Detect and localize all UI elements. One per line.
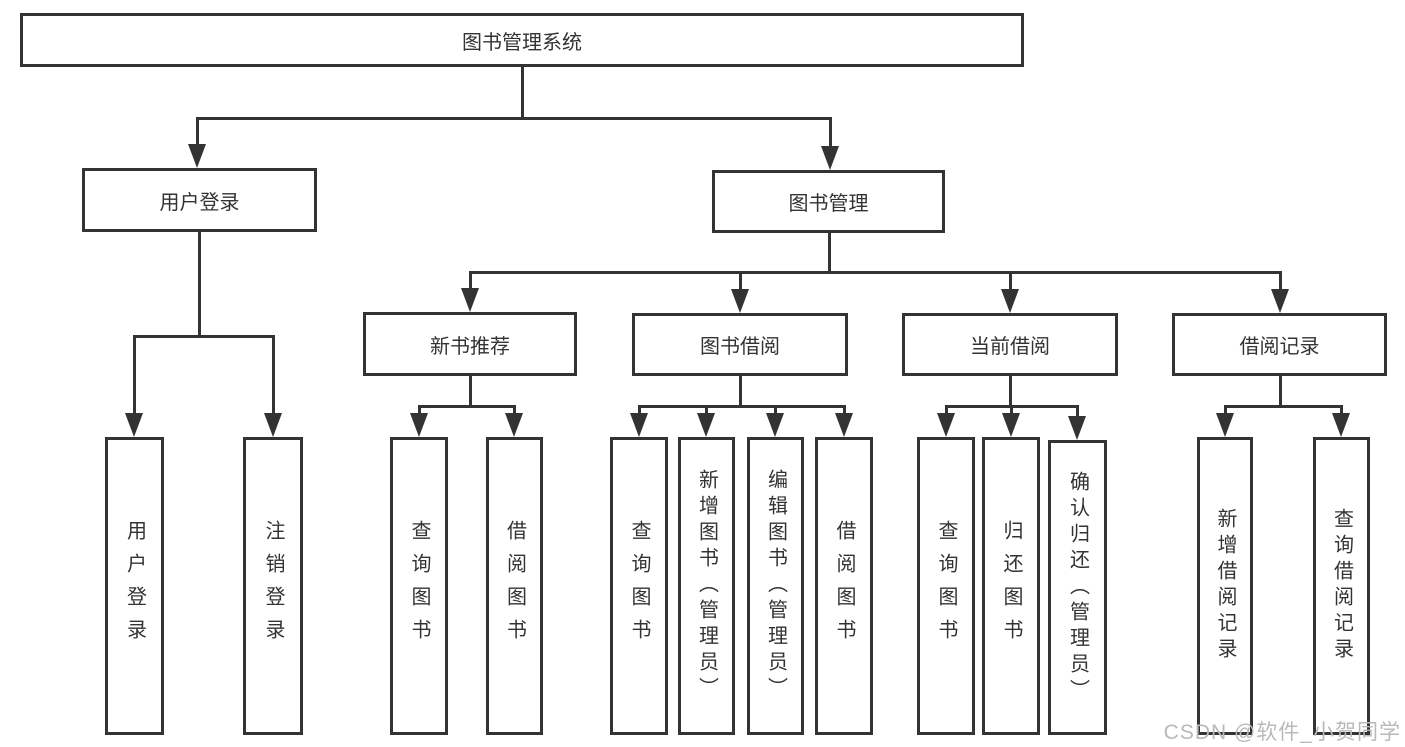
connector-4-drop xyxy=(738,376,742,406)
arrowhead-icon xyxy=(821,146,839,170)
node-leaf-edit-books-admin: 编辑图书（管理员） xyxy=(747,437,804,735)
arrowhead-icon xyxy=(766,413,784,437)
connector-6-rail xyxy=(1223,404,1343,408)
connector-2-stem-3 xyxy=(1278,272,1282,293)
node-label-user-login-branch: 用户登录 xyxy=(159,191,240,214)
node-label-current-borrowing: 当前借阅 xyxy=(970,336,1050,358)
node-label-leaf-borrow-books-2: 借阅图书 xyxy=(833,520,855,652)
connector-5-stem-2 xyxy=(1075,406,1079,420)
arrowhead-icon xyxy=(461,288,479,312)
connector-3-rail xyxy=(417,404,516,408)
arrowhead-icon xyxy=(1332,413,1350,437)
connector-4-stem-3 xyxy=(842,406,846,417)
connector-0-drop xyxy=(520,67,524,118)
node-leaf-return-books: 归还图书 xyxy=(982,437,1040,735)
connector-2-stem-2 xyxy=(1008,272,1012,293)
connector-1-stem-1 xyxy=(271,336,275,417)
arrowhead-icon xyxy=(1068,416,1086,440)
node-label-leaf-query-borrow-record: 查询借阅记录 xyxy=(1330,508,1353,664)
arrowhead-icon xyxy=(697,413,715,437)
connector-1-rail xyxy=(132,334,275,338)
arrowhead-icon xyxy=(1216,413,1234,437)
node-leaf-query-books-3: 查询图书 xyxy=(917,437,975,735)
connector-3-stem-0 xyxy=(417,406,421,417)
node-label-root: 图书管理系统 xyxy=(462,31,582,54)
arrowhead-icon xyxy=(731,289,749,313)
connector-6-stem-0 xyxy=(1223,406,1227,417)
node-label-leaf-return-books: 归还图书 xyxy=(1000,520,1022,652)
node-label-leaf-query-books-3: 查询图书 xyxy=(935,520,957,652)
node-label-leaf-query-books-1: 查询图书 xyxy=(408,520,430,652)
connector-0-rail xyxy=(195,116,832,120)
node-leaf-borrow-books-1: 借阅图书 xyxy=(486,437,543,735)
connector-3-stem-1 xyxy=(512,406,516,417)
connector-4-stem-1 xyxy=(704,406,708,417)
node-user-login-branch: 用户登录 xyxy=(82,168,317,232)
node-label-leaf-query-books-2: 查询图书 xyxy=(628,520,650,652)
node-label-leaf-add-borrow-record: 新增借阅记录 xyxy=(1214,508,1236,664)
arrowhead-icon xyxy=(264,413,282,437)
arrowhead-icon xyxy=(937,413,955,437)
node-label-book-borrowing: 图书借阅 xyxy=(700,336,780,358)
arrowhead-icon xyxy=(835,413,853,437)
arrowhead-icon xyxy=(630,413,648,437)
connector-1-drop xyxy=(197,232,201,336)
csdn-watermark: CSDN @软件_小贺同学 xyxy=(1163,721,1401,744)
node-label-leaf-confirm-return: 确认归还（管理员） xyxy=(1066,470,1089,705)
connector-2-rail xyxy=(468,270,1282,274)
connector-0-stem-1 xyxy=(828,118,832,150)
arrowhead-icon xyxy=(1002,413,1020,437)
node-book-management-branch: 图书管理 xyxy=(712,170,945,233)
connector-5-drop xyxy=(1008,376,1012,406)
connector-2-drop xyxy=(827,233,831,272)
node-label-leaf-borrow-books-1: 借阅图书 xyxy=(503,520,526,652)
arrowhead-icon xyxy=(1001,289,1019,313)
node-book-borrowing: 图书借阅 xyxy=(632,313,848,376)
node-leaf-add-books-admin: 新增图书（管理员） xyxy=(678,437,735,735)
connector-4-stem-0 xyxy=(637,406,641,417)
node-label-leaf-user-login: 用户登录 xyxy=(123,520,146,652)
node-label-new-book-recommend: 新书推荐 xyxy=(430,335,510,358)
connector-4-stem-2 xyxy=(773,406,777,417)
node-borrowing-records: 借阅记录 xyxy=(1172,313,1387,376)
connector-5-stem-1 xyxy=(1009,406,1013,417)
node-root: 图书管理系统 xyxy=(20,13,1024,67)
connector-5-stem-0 xyxy=(944,406,948,417)
node-leaf-user-login: 用户登录 xyxy=(105,437,164,735)
connector-3-drop xyxy=(468,376,472,406)
node-new-book-recommend: 新书推荐 xyxy=(363,312,577,376)
node-current-borrowing: 当前借阅 xyxy=(902,313,1118,376)
arrowhead-icon xyxy=(1271,289,1289,313)
node-leaf-query-books-2: 查询图书 xyxy=(610,437,668,735)
node-leaf-query-borrow-record: 查询借阅记录 xyxy=(1313,437,1370,735)
node-label-borrowing-records: 借阅记录 xyxy=(1239,336,1320,358)
connector-2-stem-1 xyxy=(738,272,742,293)
node-leaf-logout: 注销登录 xyxy=(243,437,303,735)
arrowhead-icon xyxy=(188,144,206,168)
connector-4-rail xyxy=(637,404,846,408)
node-leaf-add-borrow-record: 新增借阅记录 xyxy=(1197,437,1253,735)
node-leaf-borrow-books-2: 借阅图书 xyxy=(815,437,873,735)
node-label-leaf-add-books-admin: 新增图书（管理员） xyxy=(695,469,718,703)
node-leaf-confirm-return: 确认归还（管理员） xyxy=(1048,440,1107,735)
connector-6-drop xyxy=(1278,374,1282,406)
node-label-leaf-edit-books-admin: 编辑图书（管理员） xyxy=(764,469,787,703)
arrowhead-icon xyxy=(125,413,143,437)
arrowhead-icon xyxy=(410,413,428,437)
node-label-leaf-logout: 注销登录 xyxy=(262,520,284,652)
node-label-book-management-branch: 图书管理 xyxy=(788,193,869,215)
arrowhead-icon xyxy=(505,413,523,437)
node-leaf-query-books-1: 查询图书 xyxy=(390,437,448,735)
connector-0-stem-0 xyxy=(195,118,199,148)
connector-6-stem-1 xyxy=(1339,406,1343,417)
connector-1-stem-0 xyxy=(132,336,136,417)
connector-2-stem-0 xyxy=(468,272,472,292)
